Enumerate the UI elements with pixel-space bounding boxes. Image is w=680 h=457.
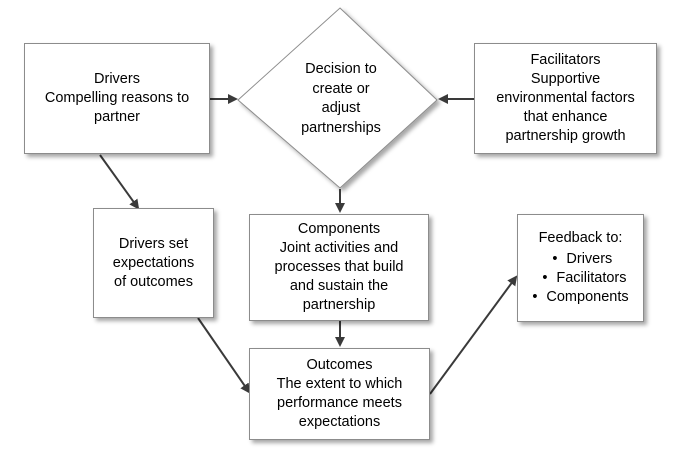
expectations-box: Drivers set expectations of outcomes: [93, 208, 214, 318]
feedback-box: Feedback to: Drivers Facilitators Compon…: [517, 214, 644, 322]
components-line-3: and sustain the: [289, 278, 389, 294]
decision-line-1: Decision to: [305, 61, 377, 77]
decision-line-4: partnerships: [301, 119, 381, 136]
components-box: Components Joint activities and processe…: [249, 214, 429, 321]
components-line-2: processes that build: [274, 259, 404, 275]
feedback-item-facilitators: Facilitators: [542, 269, 628, 288]
outcomes-line-3: expectations: [298, 414, 381, 430]
components-line-4: partnership: [302, 297, 376, 313]
drivers-line-2: partner: [94, 109, 140, 125]
expectations-line-1: Drivers set: [118, 235, 189, 252]
feedback-item-components: Components: [532, 288, 628, 307]
drivers-line-1: Compelling reasons to: [44, 90, 190, 106]
drivers-title: Drivers: [94, 71, 140, 87]
decision-label: Decision to create or adjust partnership…: [272, 60, 410, 138]
arrow-drivers-to-expectations: [99, 154, 140, 210]
facilitators-line-1: Supportive: [530, 71, 601, 87]
facilitators-line-4: partnership growth: [505, 128, 626, 144]
facilitators-box: Facilitators Supportive environmental fa…: [474, 43, 657, 154]
feedback-list: Drivers Facilitators Components: [532, 250, 628, 307]
arrow-expectations-to-outcomes: [197, 317, 251, 394]
outcomes-box: Outcomes The extent to which performance…: [249, 348, 430, 440]
decision-line-3: adjust: [321, 100, 361, 116]
outcomes-title: Outcomes: [306, 357, 373, 373]
expectations-line-2: expectations: [112, 254, 195, 271]
facilitators-line-2: environmental factors: [496, 90, 635, 106]
drivers-box: Drivers Compelling reasons to partner: [24, 43, 210, 154]
components-title: Components: [297, 221, 381, 237]
decision-line-2: create or: [312, 80, 370, 97]
components-line-1: Joint activities and: [279, 240, 399, 256]
feedback-title: Feedback to:: [538, 230, 623, 246]
decision-diamond: [237, 7, 438, 189]
feedback-item-drivers: Drivers: [552, 250, 628, 269]
facilitators-line-3: that enhance: [523, 109, 608, 125]
arrow-outcomes-to-feedback: [429, 275, 518, 395]
outcomes-line-1: The extent to which: [276, 376, 403, 392]
expectations-line-3: of outcomes: [114, 273, 193, 290]
outcomes-line-2: performance meets: [277, 395, 402, 411]
facilitators-title: Facilitators: [530, 52, 601, 68]
